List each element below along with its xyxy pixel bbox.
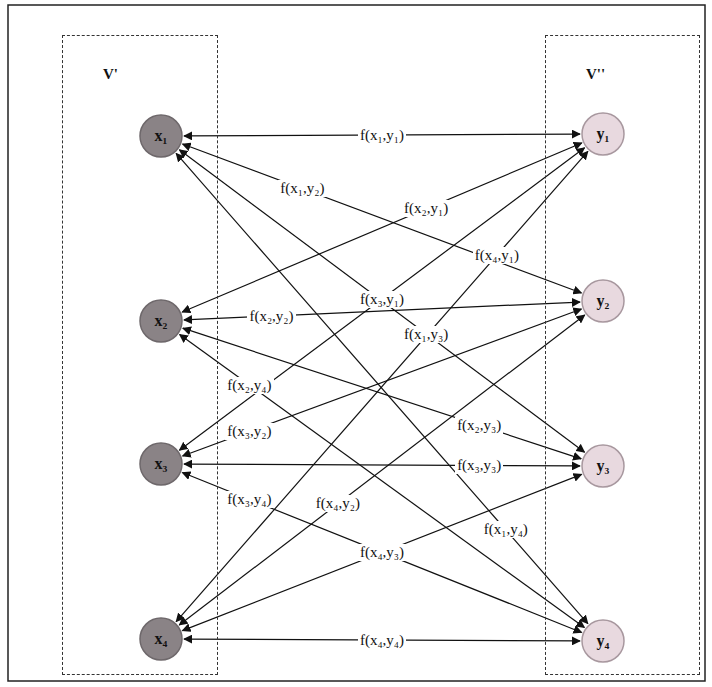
vertex-label: x₃ bbox=[139, 442, 183, 486]
edge-label: f(x₁,y₄) bbox=[482, 521, 530, 538]
edge-label: f(x₄,y₄) bbox=[358, 632, 406, 649]
edge-line bbox=[184, 464, 580, 466]
edge-label: f(x₃,y₁) bbox=[358, 291, 406, 308]
edge-line bbox=[179, 148, 584, 450]
partition-box: V' x₁ x₂ x₃ x₄ bbox=[62, 35, 218, 675]
vertex-label: x₄ bbox=[139, 617, 183, 661]
vertex-circle: y₃ bbox=[581, 444, 625, 488]
edge-label: f(x₁,y₃) bbox=[402, 326, 450, 343]
edge-label: f(x₂,y₁) bbox=[402, 200, 450, 217]
vertex-label: y₁ bbox=[581, 112, 625, 156]
vertex-circle: y₂ bbox=[581, 279, 625, 323]
vertex-label: y₃ bbox=[581, 444, 625, 488]
vertex-circle: x₄ bbox=[139, 617, 183, 661]
set-label: V'' bbox=[586, 66, 605, 83]
vertex-label: x₁ bbox=[139, 114, 183, 158]
edge-label: f(x₁,y₂) bbox=[278, 180, 326, 197]
edge-line bbox=[176, 151, 588, 621]
edge-label: f(x₄,y₃) bbox=[358, 544, 406, 561]
edge-label: f(x₄,y₂) bbox=[314, 495, 362, 512]
vertex-label: y₂ bbox=[581, 279, 625, 323]
vertex-label: x₂ bbox=[139, 299, 183, 343]
edge-line bbox=[176, 153, 588, 623]
partition-box: V'' y₁ y₂ y₃ y₄ bbox=[545, 35, 700, 675]
edge-line bbox=[183, 309, 582, 456]
vertex-circle: x₁ bbox=[139, 114, 183, 158]
vertex-circle: y₄ bbox=[581, 619, 625, 663]
edge-label: f(x₂,y₃) bbox=[455, 417, 503, 434]
edge-label: f(x₄,y₁) bbox=[473, 247, 521, 264]
edge-line bbox=[179, 150, 584, 452]
edge-line bbox=[180, 334, 585, 627]
edge-line bbox=[182, 473, 581, 633]
edge-label: f(x₃,y₄) bbox=[225, 491, 273, 508]
edge-label: f(x₁,y₁) bbox=[358, 127, 406, 144]
edge-label: f(x₂,y₂) bbox=[247, 308, 295, 325]
set-label: V' bbox=[103, 66, 118, 83]
vertex-circle: y₁ bbox=[581, 112, 625, 156]
edge-line bbox=[183, 144, 582, 293]
edge-label: f(x₂,y₄) bbox=[225, 377, 273, 394]
vertex-label: y₄ bbox=[581, 619, 625, 663]
vertex-circle: x₂ bbox=[139, 299, 183, 343]
edge-line bbox=[182, 474, 581, 630]
frame-border bbox=[8, 5, 705, 681]
vertex-circle: x₃ bbox=[139, 442, 183, 486]
edge-label: f(x₃,y₃) bbox=[455, 457, 503, 474]
edge-line bbox=[179, 315, 584, 625]
edge-line bbox=[183, 328, 581, 459]
edge-label: f(x₃,y₂) bbox=[225, 423, 273, 440]
